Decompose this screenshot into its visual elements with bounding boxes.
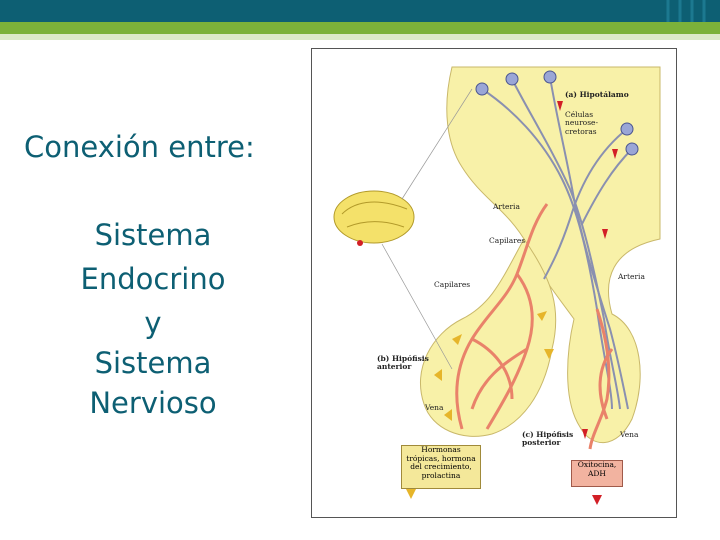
header-strip (0, 34, 720, 40)
inset-pointer-line-2 (381, 243, 453, 370)
label-hipotalamo: (a) Hipotálamo (565, 90, 629, 99)
diagram-drawing (333, 66, 661, 505)
blood-vessels (455, 203, 614, 450)
label-cells: Células neurose- cretoras (565, 110, 599, 136)
oxytocin-output-arrow (592, 495, 602, 505)
text-nervioso: Nervioso (89, 386, 217, 420)
hormone-arrows (434, 311, 554, 421)
text-endocrino: Endocrino (80, 262, 226, 296)
neuron-cells (475, 70, 639, 156)
anterior-pituitary (419, 238, 557, 437)
header-bar (0, 0, 720, 22)
text-sistema-1: Sistema (94, 218, 212, 252)
text-y: y (144, 306, 162, 340)
label-vena-right: Vena (620, 430, 639, 439)
neurosecretory-axons (481, 76, 633, 410)
label-capilares-top: Capilares (489, 236, 526, 245)
hormones-box: Hormonas trópicas, hormona del crecimien… (401, 445, 481, 489)
header-accent-bar (0, 22, 720, 34)
label-arteria-right: Arteria (618, 272, 645, 281)
brain-inset (333, 190, 415, 246)
inset-pointer-line (401, 88, 473, 200)
slide-title: Conexión entre: (24, 130, 255, 164)
text-sistema-2: Sistema (94, 346, 212, 380)
corner-decoration (666, 0, 706, 22)
label-capilares-left: Capilares (434, 280, 471, 289)
pituitary-diagram: (a) Hipotálamo Células neurose- cretoras… (311, 48, 677, 518)
label-arteria-top: Arteria (493, 202, 520, 211)
label-vena-left: Vena (425, 403, 444, 412)
secretion-arrows (557, 101, 618, 439)
oxytocin-box: Oxitocina, ADH (571, 460, 623, 487)
hormones-output-arrow (406, 489, 416, 499)
